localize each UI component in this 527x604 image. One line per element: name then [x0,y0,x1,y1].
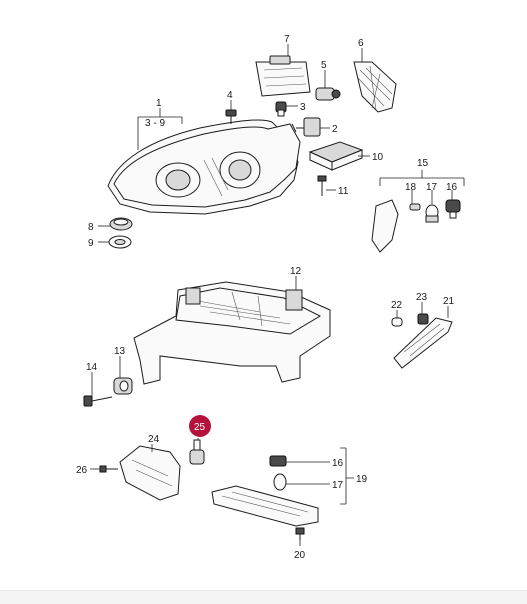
bulb-socket-2[interactable] [291,117,321,137]
callout-18: 18 [405,182,417,193]
callout-7: 7 [284,34,290,45]
callout-8: 8 [88,222,94,233]
callout-24: 24 [148,434,160,445]
callout-12: 12 [290,266,302,277]
socket-16b[interactable] [269,455,287,467]
callout-2: 2 [332,124,338,135]
callout-25: 25 [194,422,206,433]
callout-21: 21 [443,296,455,307]
callout-13: 13 [114,346,126,357]
callout-15: 15 [417,158,429,169]
socket-3[interactable] [275,101,287,117]
grille-6[interactable] [353,61,397,113]
callout-4: 4 [227,90,233,101]
callout-23: 23 [416,292,428,303]
screw-26[interactable] [99,465,118,473]
callout-5: 5 [321,60,327,71]
callout-17a: 17 [426,182,438,193]
callout-9: 9 [88,238,94,249]
cover-7[interactable] [255,55,311,97]
callout-6: 6 [358,38,364,49]
bushing-13[interactable] [113,377,133,395]
grommet-8[interactable] [109,217,133,231]
callout-1: 1 [156,98,162,109]
exploded-parts-diagram: 1 3 - 9 2 3 4 5 6 7 [76,34,465,561]
callout-17b: 17 [332,480,344,491]
bolt-11[interactable] [317,175,327,196]
highlight-badge-25[interactable]: 25 [189,415,211,437]
screw-20[interactable] [295,527,305,540]
callout-26: 26 [76,465,88,476]
bottom-strip [0,590,527,604]
carrier-frame-12[interactable] [133,281,331,385]
bolt-14[interactable] [83,395,113,407]
bulb-17a[interactable] [425,204,439,223]
callout-11: 11 [338,186,349,197]
daytime-running-light[interactable] [211,485,319,527]
bulb-17b[interactable] [273,473,287,491]
turn-signal-lens[interactable] [371,199,399,253]
washer-9[interactable] [108,235,132,249]
control-module-10[interactable] [308,141,364,171]
socket-16a[interactable] [445,199,461,219]
callout-10: 10 [372,152,384,163]
side-marker-21[interactable] [393,317,453,369]
bulb-22[interactable] [391,317,403,327]
fog-light-housing-24[interactable] [119,445,181,501]
callout-16b: 16 [332,458,344,469]
headlight-assembly[interactable] [107,119,301,215]
screw-4[interactable] [225,109,237,124]
callout-22: 22 [391,300,403,311]
callout-3: 3 [300,102,306,113]
socket-23[interactable] [417,313,429,325]
bulb-5[interactable] [315,87,341,101]
callout-20: 20 [294,550,306,561]
callout-1-range: 3 - 9 [145,118,165,129]
bulb-18[interactable] [409,203,421,211]
callout-14: 14 [86,362,98,373]
callout-16a: 16 [446,182,458,193]
bulb-25[interactable] [189,439,205,465]
callout-19: 19 [356,474,368,485]
